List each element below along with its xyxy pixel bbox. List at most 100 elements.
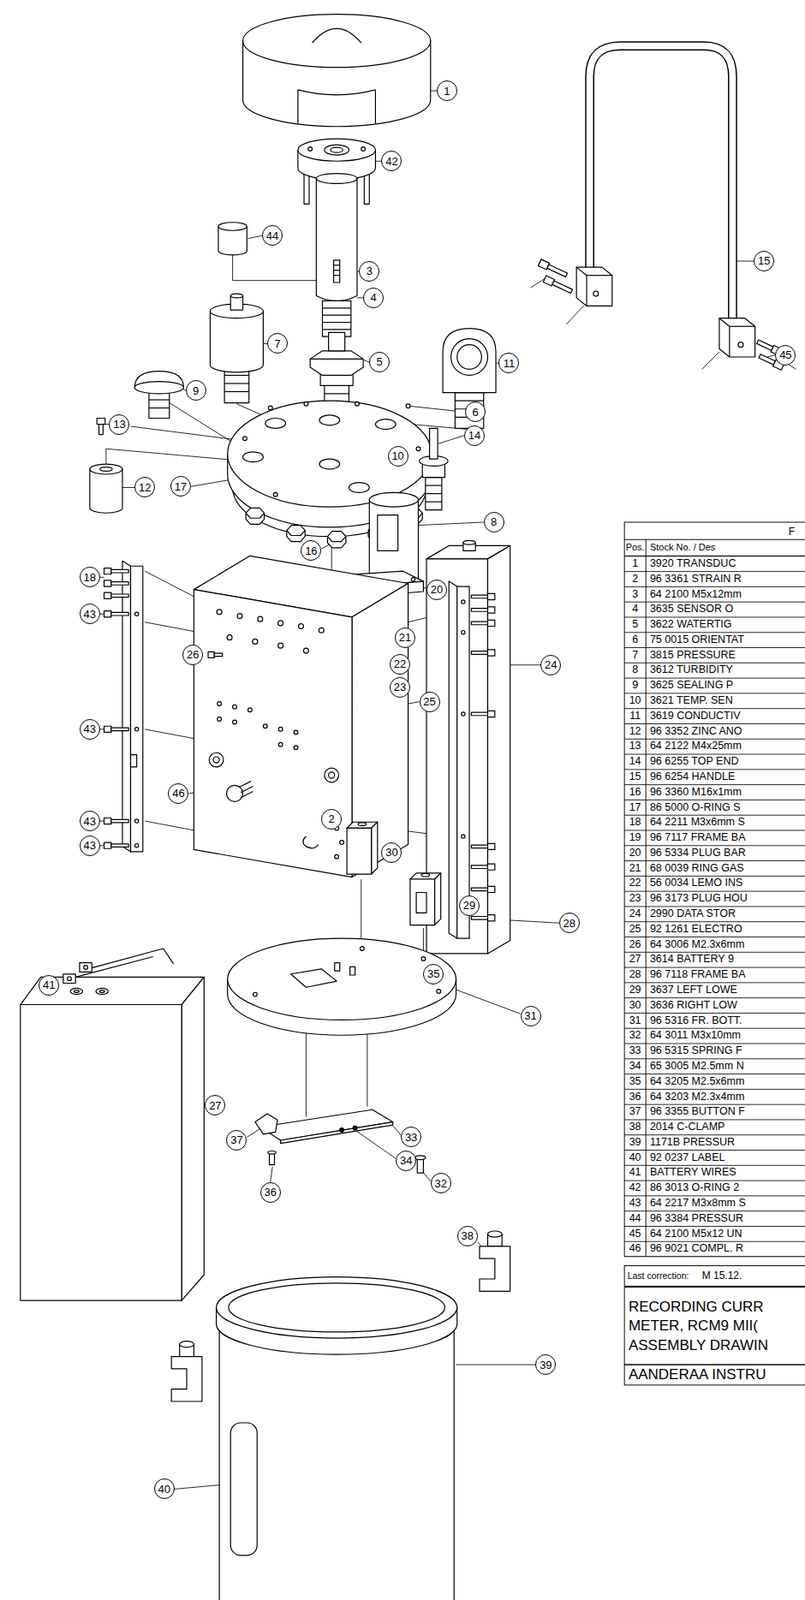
callout-circle: 35 bbox=[423, 964, 444, 985]
leader-lines bbox=[100, 821, 105, 823]
table-cell: 43 bbox=[629, 1198, 642, 1210]
pressure-housing bbox=[230, 1423, 257, 1557]
leader-lines bbox=[510, 664, 542, 666]
frame-bar-left bbox=[111, 594, 129, 598]
handle bbox=[576, 267, 613, 306]
c-clamp bbox=[479, 1231, 511, 1292]
table-cell: 5 bbox=[632, 619, 639, 631]
nuts bbox=[245, 512, 264, 519]
callout-circle: 16 bbox=[300, 540, 322, 561]
table-cell: 96 3352 ZINC ANO bbox=[649, 726, 743, 738]
battery-pack bbox=[79, 963, 92, 973]
table-cell: 92 0237 LABEL bbox=[649, 1152, 726, 1164]
handle bbox=[758, 354, 776, 365]
table-cell: 64 2122 M4x25mm bbox=[649, 740, 742, 752]
callout-circle: 22 bbox=[389, 654, 411, 675]
callout-number: 46 bbox=[172, 787, 185, 800]
table-cell: 9 bbox=[632, 679, 639, 692]
table-cell: 44 bbox=[629, 1213, 642, 1225]
top-end-cap bbox=[319, 459, 340, 470]
table-cell: 39 bbox=[629, 1137, 642, 1149]
callout-circle: 8 bbox=[483, 512, 505, 533]
table-cell: 15 bbox=[629, 771, 642, 783]
frame-bar-right bbox=[471, 888, 488, 892]
explosion-lines bbox=[305, 1032, 307, 1118]
electronics-board bbox=[217, 702, 222, 707]
table-cell: 3815 PRESSURE bbox=[649, 649, 736, 662]
electronics-board bbox=[226, 785, 243, 802]
conductivity-sensor bbox=[454, 400, 483, 402]
leader-lines bbox=[423, 1173, 430, 1182]
callout-number: 11 bbox=[503, 357, 516, 370]
sensor-shaft bbox=[322, 307, 351, 309]
callout-circle: 38 bbox=[457, 1226, 478, 1247]
title-block-text: AANDERAA INSTRU bbox=[628, 1367, 767, 1383]
callout-circle: 12 bbox=[134, 477, 156, 498]
frame-bar-left bbox=[130, 755, 137, 768]
leader-lines bbox=[246, 1128, 262, 1139]
frame-bar-right bbox=[461, 712, 466, 716]
callout-number: 12 bbox=[138, 482, 151, 494]
handle bbox=[728, 326, 730, 358]
table-cell: 96 3361 STRAIN R bbox=[649, 573, 742, 585]
zinc-anode bbox=[100, 467, 113, 472]
sensor-shaft bbox=[322, 328, 351, 330]
frame-bottom bbox=[252, 992, 257, 997]
top-end-cap bbox=[355, 401, 360, 406]
callout-circle: 20 bbox=[426, 579, 448, 601]
battery-pack bbox=[63, 974, 76, 984]
table-cell: 96 6254 HANDLE bbox=[649, 771, 735, 783]
table-cell: 3637 LEFT LOWE bbox=[649, 984, 738, 996]
explosion-lines bbox=[144, 622, 199, 633]
electronics-board bbox=[278, 727, 283, 732]
table-cell: 28 bbox=[629, 969, 642, 981]
table-cell: 3621 TEMP. SEN bbox=[649, 695, 734, 707]
pressure-sensor bbox=[230, 293, 243, 299]
handle bbox=[585, 275, 587, 307]
callout-number: 40 bbox=[158, 1484, 171, 1496]
electronics-board bbox=[238, 781, 251, 788]
explosion-lines bbox=[360, 879, 362, 948]
callout-number: 39 bbox=[539, 1359, 552, 1372]
table-cell: 3 bbox=[632, 589, 639, 601]
table-cell: 96 6255 TOP END bbox=[649, 756, 740, 768]
top-end-cap bbox=[227, 400, 432, 507]
frame-bar-left bbox=[111, 819, 129, 823]
battery-pack bbox=[181, 977, 204, 1301]
table-cell: 16 bbox=[629, 787, 642, 799]
handle bbox=[576, 267, 587, 276]
pressure-housing bbox=[228, 1283, 446, 1333]
frame-bar-right bbox=[471, 651, 488, 656]
callout-circle: 31 bbox=[520, 1006, 542, 1027]
callout-circle: 3 bbox=[358, 261, 380, 282]
table-cell: 30 bbox=[629, 1000, 642, 1012]
callout-number: 7 bbox=[274, 338, 281, 350]
callout-circle: 40 bbox=[154, 1478, 175, 1500]
data-storage-unit bbox=[426, 540, 511, 955]
table-cell: 2014 C-CLAMP bbox=[649, 1121, 726, 1133]
callout-circle: 27 bbox=[204, 1095, 226, 1116]
explosion-lines bbox=[106, 255, 796, 1118]
temp-sensor bbox=[425, 501, 442, 503]
pressure-housing bbox=[219, 1326, 454, 1600]
table-cell: 41 bbox=[629, 1167, 642, 1179]
sensor-shaft bbox=[322, 322, 351, 323]
battery-pack bbox=[20, 1005, 182, 1302]
frame-bar-right bbox=[471, 712, 488, 716]
sealing-plug bbox=[134, 371, 184, 419]
frame-bar-right bbox=[487, 620, 495, 627]
temp-sensor bbox=[419, 428, 448, 510]
zinc-anode bbox=[89, 469, 123, 513]
spring-plate bbox=[352, 1126, 358, 1131]
callout-number: 14 bbox=[468, 429, 481, 442]
title-block-text: M 15.12. bbox=[702, 1270, 743, 1282]
spring-plate bbox=[255, 1114, 278, 1135]
frame-bar-left bbox=[135, 819, 139, 823]
flange bbox=[330, 147, 343, 153]
table-cell: 27 bbox=[629, 954, 642, 966]
callout-circle: 5 bbox=[369, 351, 390, 373]
electronics-board bbox=[252, 638, 258, 644]
callout-circle: 34 bbox=[395, 1150, 417, 1172]
table-cell: 3635 SENSOR O bbox=[649, 603, 734, 615]
